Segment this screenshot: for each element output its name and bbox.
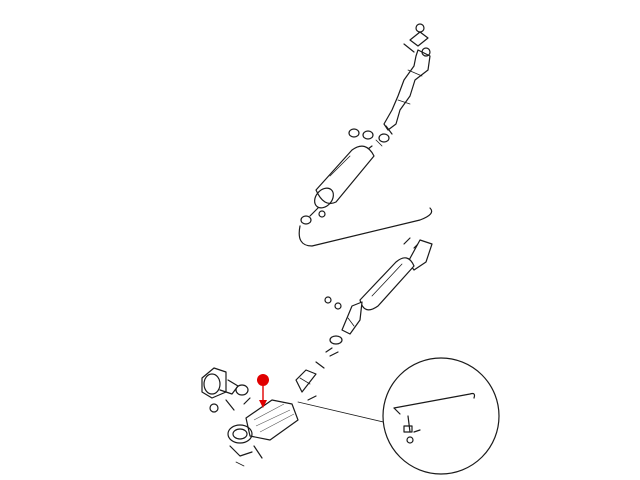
- red-dot-icon: [257, 374, 269, 386]
- detail-leader-line: [297, 401, 393, 425]
- muffler: [300, 145, 375, 225]
- hanger-icon: [415, 23, 425, 33]
- intermediate-pipe-resonator: [324, 237, 433, 357]
- tailpipe: [383, 23, 431, 135]
- front-pipe-section: [295, 361, 325, 401]
- heat-shield-wire: [298, 207, 433, 247]
- arrow-down-icon: [259, 400, 267, 408]
- hanger-icon: [318, 210, 326, 218]
- clamp-icon: [421, 47, 431, 57]
- diesel-particulate-filter: [227, 399, 299, 467]
- turbo-outlet: [201, 367, 251, 413]
- highlight-marker: [257, 374, 269, 408]
- detail-magnifier-circle: [382, 357, 500, 475]
- clamp-icon: [300, 215, 312, 225]
- muffler-clamps: [348, 128, 390, 147]
